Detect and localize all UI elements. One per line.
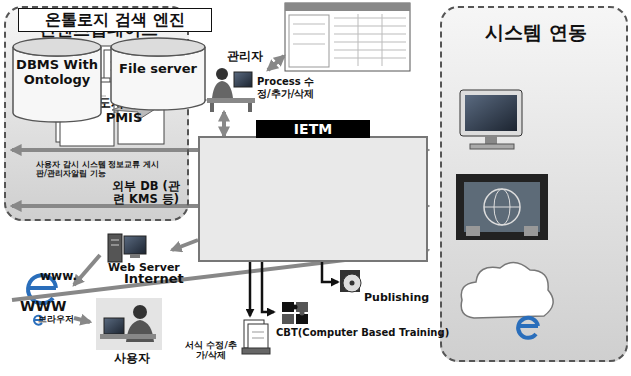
node-title: Web Server bbox=[108, 262, 180, 275]
external-db-icon bbox=[456, 174, 548, 240]
connector bbox=[322, 262, 338, 282]
connector bbox=[222, 112, 226, 136]
form-icon bbox=[242, 320, 270, 354]
node-text: Process 수정/추가/삭제 bbox=[257, 76, 323, 99]
panel: 시스템 연동 bbox=[440, 6, 628, 362]
node-title: 사용자 bbox=[114, 352, 150, 366]
node-title: 외부 DB (관련 KMS 등) bbox=[110, 180, 182, 206]
output-node: CBT(Computer Based Training) bbox=[274, 298, 436, 344]
node-text: 사용자 감시 시스템 정보교류 게시판/관리자알림 기능 bbox=[36, 160, 164, 178]
panel-ground bbox=[440, 6, 628, 362]
node-title: WWW bbox=[20, 298, 66, 314]
browser-node: WWW브라우저 bbox=[16, 266, 74, 326]
screenshot bbox=[285, 3, 410, 71]
disc-icon bbox=[340, 270, 361, 292]
engine-box: 온톨로지 검색 엔진 bbox=[18, 8, 212, 32]
node-title: 서식 수정/추가/삭제 bbox=[180, 340, 242, 361]
output-node: Publishing bbox=[338, 270, 420, 308]
node-title: File server bbox=[110, 62, 206, 77]
node-title: 온톨로지 검색 엔진 bbox=[19, 11, 211, 29]
connector bbox=[74, 255, 100, 285]
node-title: 관리자 bbox=[227, 50, 263, 64]
user-icon bbox=[96, 298, 162, 350]
node-text: 브라우저 bbox=[38, 314, 74, 324]
system-icon: 외부 DB (관련 KMS 등) bbox=[12, 164, 184, 238]
node-title: Publishing bbox=[364, 292, 429, 305]
node-title: CBT(Computer Based Training) bbox=[276, 327, 449, 339]
admin-icon bbox=[207, 68, 255, 112]
connector bbox=[262, 262, 274, 312]
server-node: Web Server bbox=[100, 228, 172, 278]
actor: 관리자 Process 수정/추가/삭제 bbox=[205, 48, 325, 112]
database-cylinder: File server bbox=[110, 38, 206, 110]
node-title: www. bbox=[40, 270, 77, 284]
node-text: Internet bbox=[124, 272, 184, 287]
output-node: 서식 수정/추가/삭제 bbox=[180, 316, 270, 372]
connector bbox=[172, 240, 198, 250]
connector bbox=[74, 318, 90, 322]
node-title: IETM bbox=[256, 120, 370, 138]
node-title: 시스템 연동 bbox=[442, 22, 630, 44]
node-title: DBMS With Ontology bbox=[12, 58, 102, 88]
link-arrow bbox=[268, 56, 284, 70]
server-icon bbox=[108, 234, 146, 262]
puzzle-icon bbox=[282, 302, 308, 324]
database-cylinder: DBMS With Ontology bbox=[12, 38, 102, 122]
connector bbox=[249, 262, 252, 316]
system-box: IETM bbox=[198, 136, 428, 262]
monitor-icon bbox=[460, 90, 522, 149]
cloud-icon bbox=[461, 262, 553, 318]
user-node: 사용자 bbox=[90, 296, 166, 370]
